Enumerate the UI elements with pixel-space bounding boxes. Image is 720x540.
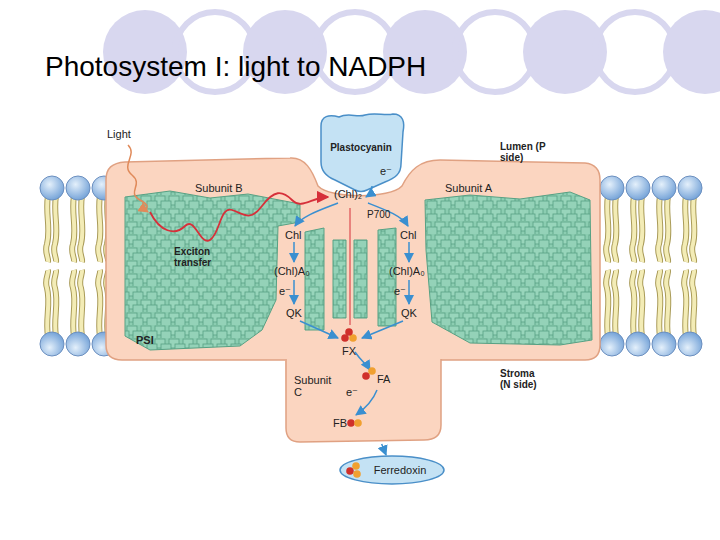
- diagram-label: Chl: [400, 229, 417, 241]
- subunit-shape: Subunit C: [284, 350, 442, 444]
- lipid: [40, 270, 64, 356]
- lipid: [626, 270, 650, 356]
- diagram-label: Lumen (P side): [500, 141, 546, 163]
- lipid: [626, 176, 650, 262]
- diagram-label: P700: [367, 209, 390, 221]
- diagram-label: (Chl)A₀: [389, 265, 425, 277]
- slide-title: Photosystem I: light to NADPH: [45, 50, 426, 84]
- node-label: PSI: [136, 334, 154, 346]
- diagram-label: Exciton transfer: [174, 246, 230, 268]
- diagram-label: Light: [107, 128, 131, 140]
- diagram-label: (Chl)A₀: [274, 265, 310, 277]
- electron-transfer-arrow: [382, 444, 386, 455]
- lipid: [66, 270, 90, 356]
- diagram-label: Stroma (N side): [500, 368, 546, 390]
- lipid: [600, 270, 624, 356]
- diagram-label: e⁻: [346, 386, 358, 398]
- node-label: Subunit C: [294, 374, 342, 398]
- diagram-label: Chl: [285, 229, 302, 241]
- diagram-label: FX: [342, 345, 356, 357]
- diagram-label: Subunit B: [195, 182, 243, 194]
- lipid: [66, 176, 90, 262]
- node-label: Plastocyanin: [315, 142, 407, 154]
- diagram-label: QK: [286, 307, 302, 319]
- lipid: [40, 176, 64, 262]
- diagram-label: e⁻: [394, 285, 406, 297]
- lipid: [652, 270, 676, 356]
- diagram-label: (Chl)₂: [334, 188, 362, 200]
- lipid: [652, 176, 676, 262]
- diagram-label: FA: [377, 373, 390, 385]
- lipid: [678, 270, 702, 356]
- lipid: [678, 176, 702, 262]
- decor-circle: [663, 10, 720, 94]
- diagram-label: FB: [333, 417, 347, 429]
- lipid: [600, 176, 624, 262]
- edge-layer: [382, 444, 386, 455]
- diagram-label: e⁻: [380, 165, 392, 177]
- diagram-label: QK: [401, 307, 417, 319]
- node-label: Ferredoxin: [354, 464, 446, 476]
- ferredoxin-ellipse: Ferredoxin: [338, 455, 446, 485]
- subunit-shape-outline: [284, 350, 442, 444]
- diagram-label: Subunit A: [445, 182, 492, 194]
- plastocyanin-shape: Plastocyanin: [315, 112, 407, 192]
- diagram-label: e⁻: [279, 285, 291, 297]
